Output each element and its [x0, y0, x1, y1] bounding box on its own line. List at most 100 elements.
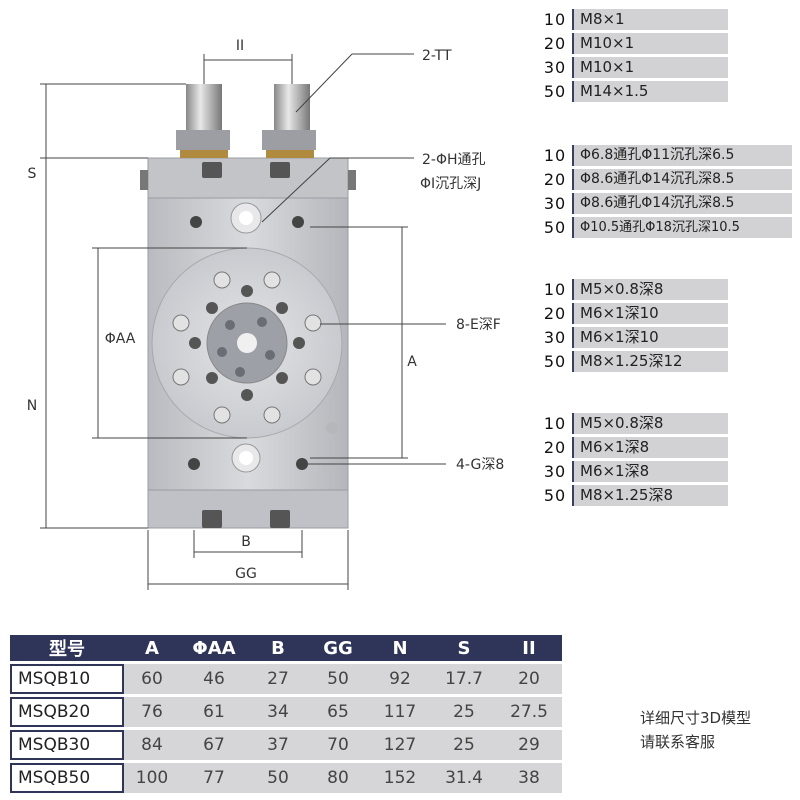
callout-g-thread: 4-G深8 — [456, 457, 504, 473]
face-holes — [188, 202, 338, 473]
model-dimension-table: 型号 A ΦAA B GG N S II MSQB10 60 46 27 50 … — [10, 632, 562, 796]
table-cell: 60 — [124, 664, 180, 694]
spec-size: 20 — [538, 33, 572, 54]
note-line-1: 详细尺寸3D模型 — [640, 709, 752, 727]
table-cell: 92 — [368, 664, 432, 694]
spec-value: M5×0.8深8 — [572, 279, 728, 300]
table-cell: 29 — [496, 730, 562, 760]
port-fittings — [176, 84, 316, 158]
table-cell: 38 — [496, 763, 562, 793]
dimension-lines — [40, 53, 446, 590]
spec-value: Φ10.5通孔Φ18沉孔深10.5 — [572, 217, 792, 238]
table-cell: 127 — [368, 730, 432, 760]
spec-size: 20 — [538, 303, 572, 324]
dim-n-label: N — [27, 398, 37, 414]
spec-value: M8×1.25深12 — [572, 351, 728, 372]
spec-value: M6×1深8 — [572, 437, 728, 458]
table-cell: 50 — [248, 763, 308, 793]
dim-s-label: S — [28, 166, 37, 182]
column-header-b: B — [248, 635, 308, 661]
callout-hole-line2: ΦI沉孔深J — [420, 176, 481, 192]
spec-size: 30 — [538, 327, 572, 348]
table-cell: 20 — [496, 664, 562, 694]
spec-value: M10×1 — [572, 57, 728, 78]
callout-tt: 2-TT — [422, 48, 452, 64]
table-cell: 67 — [180, 730, 248, 760]
table-row: MSQB10 60 46 27 50 92 17.7 20 — [10, 664, 562, 694]
column-header-n: N — [368, 635, 432, 661]
table-cell: 34 — [248, 697, 308, 727]
actuator-drawing: II S N ΦAA A B GG 2-TT 2-ΦH通孔 ΦI沉孔深J 8-E… — [27, 38, 504, 590]
spec-size: 30 — [538, 461, 572, 482]
column-header-aa: ΦAA — [180, 635, 248, 661]
spec-value: M8×1 — [572, 9, 728, 30]
spec-size: 50 — [538, 351, 572, 372]
spec-size: 50 — [538, 485, 572, 506]
spec-size: 20 — [538, 437, 572, 458]
callout-e-thread: 8-E深F — [456, 317, 501, 333]
table-cell: 84 — [124, 730, 180, 760]
table-cell: 70 — [308, 730, 368, 760]
spec-value: M5×0.8深8 — [572, 413, 728, 434]
spec-value: M6×1深10 — [572, 303, 728, 324]
spec-value: M8×1.25深8 — [572, 485, 728, 506]
table-cell: 61 — [180, 697, 248, 727]
table-row: MSQB30 84 67 37 70 127 25 29 — [10, 730, 562, 760]
dim-a-label: A — [407, 354, 417, 370]
table-cell: 46 — [180, 664, 248, 694]
table-cell: 65 — [308, 697, 368, 727]
table-cell: 25 — [432, 730, 496, 760]
spec-value: M6×1深8 — [572, 461, 728, 482]
spec-size: 30 — [538, 57, 572, 78]
contact-note: 详细尺寸3D模型 请联系客服 — [640, 706, 751, 754]
spec-size: 10 — [538, 279, 572, 300]
column-header-model: 型号 — [10, 635, 124, 661]
dim-b-label: B — [241, 534, 251, 550]
spec-size: 30 — [538, 193, 572, 214]
table-row: MSQB50 100 77 50 80 152 31.4 38 — [10, 763, 562, 793]
column-header-gg: GG — [308, 635, 368, 661]
spec-size: 10 — [538, 145, 572, 166]
table-row: MSQB20 76 61 34 65 117 25 27.5 — [10, 697, 562, 727]
table-cell: 77 — [180, 763, 248, 793]
column-header-a: A — [124, 635, 180, 661]
spec-value: Φ8.6通孔Φ14沉孔深8.5 — [572, 193, 792, 214]
spec-size: 50 — [538, 217, 572, 238]
table-cell: 50 — [308, 664, 368, 694]
table-cell: 17.7 — [432, 664, 496, 694]
dim-gg-label: GG — [235, 566, 257, 582]
table-cell: 76 — [124, 697, 180, 727]
table-cell: 117 — [368, 697, 432, 727]
callout-hole-line1: 2-ΦH通孔 — [422, 152, 486, 168]
dim-ii-label: II — [236, 38, 244, 54]
spec-value: M14×1.5 — [572, 81, 728, 102]
model-name: MSQB30 — [10, 730, 124, 760]
note-line-2: 请联系客服 — [640, 733, 716, 751]
spec-size: 10 — [538, 9, 572, 30]
table-cell: 27.5 — [496, 697, 562, 727]
column-header-s: S — [432, 635, 496, 661]
rotary-table — [151, 247, 343, 439]
spec-value: Φ6.8通孔Φ11沉孔深6.5 — [572, 145, 792, 166]
table-cell: 27 — [248, 664, 308, 694]
dim-aa-label: ΦAA — [105, 331, 136, 347]
spec-value: Φ8.6通孔Φ14沉孔深8.5 — [572, 169, 792, 190]
spec-size: 20 — [538, 169, 572, 190]
column-header-ii: II — [496, 635, 562, 661]
